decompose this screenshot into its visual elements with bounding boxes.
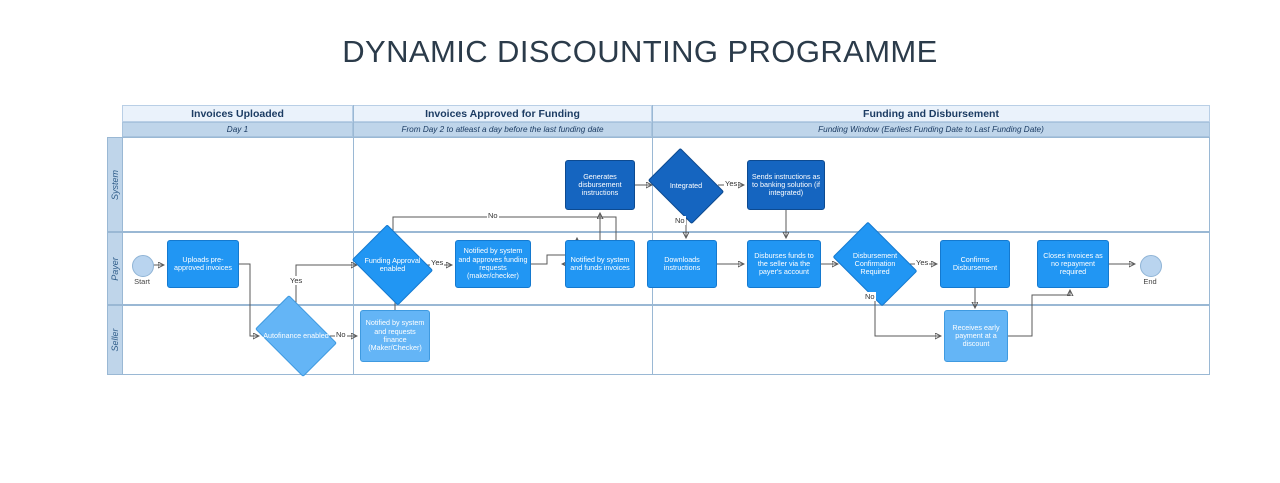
edge-label-funding-approval-yes: Yes bbox=[430, 258, 445, 267]
node-label: Integrated bbox=[669, 180, 703, 190]
phase-timeframe-invoices-uploaded: Day 1 bbox=[122, 122, 353, 137]
node-disburses-funds-seller[interactable]: Disburses funds to the seller via the pa… bbox=[747, 240, 821, 288]
node-downloads-instructions[interactable]: Downloads instructions bbox=[647, 240, 717, 288]
phase-timeframe-label: From Day 2 to atleast a day before the l… bbox=[401, 125, 604, 134]
node-autofinance-enabled[interactable]: Autofinance enabled bbox=[254, 294, 338, 378]
page-title: DYNAMIC DISCOUNTING PROGRAMME bbox=[342, 34, 938, 69]
phase-header-label: Invoices Approved for Funding bbox=[425, 107, 580, 120]
phase-header-label: Invoices Uploaded bbox=[191, 107, 284, 120]
edge-label-funding-approval-no: No bbox=[487, 211, 499, 220]
node-label: Notified by system and approves funding … bbox=[458, 246, 528, 281]
node-closes-invoices-no-repayment[interactable]: Closes invoices as no repayment required bbox=[1037, 240, 1109, 288]
node-label: Funding Approval enabled bbox=[364, 255, 421, 273]
phase-header-label: Funding and Disbursement bbox=[863, 107, 999, 120]
node-funding-approval-enabled[interactable]: Funding Approval enabled bbox=[351, 224, 434, 306]
node-uploads-pre-approved-invoices[interactable]: Uploads pre-approved invoices bbox=[167, 240, 239, 288]
end-terminator bbox=[1140, 255, 1162, 277]
node-label: Autofinance enabled bbox=[263, 330, 329, 340]
node-label: Uploads pre-approved invoices bbox=[174, 254, 232, 272]
node-label: Sends instructions as to banking solutio… bbox=[751, 171, 821, 198]
start-terminator-label: Start bbox=[134, 277, 150, 286]
edge-label-integrated-no: No bbox=[674, 216, 686, 225]
edge-label-integrated-yes: Yes bbox=[724, 179, 739, 188]
edge-label-autofinance-yes: Yes bbox=[289, 276, 304, 285]
edge-label-autofinance-no: No bbox=[335, 330, 347, 339]
phase-header-invoices-uploaded: Invoices Uploaded bbox=[122, 105, 353, 122]
phase-header-funding-disbursement: Funding and Disbursement bbox=[652, 105, 1210, 122]
node-label: Closes invoices as no repayment required bbox=[1043, 250, 1103, 277]
node-label: Notified by system and funds invoices bbox=[570, 254, 630, 272]
node-disbursement-confirmation-required[interactable]: Disbursement Confirmation Required bbox=[832, 221, 918, 307]
end-terminator-label: End bbox=[1143, 277, 1157, 286]
node-receives-early-payment[interactable]: Receives early payment at a discount bbox=[944, 310, 1008, 362]
node-label: Generates disbursement instructions bbox=[578, 171, 622, 198]
node-notified-funds-invoices[interactable]: Notified by system and funds invoices bbox=[565, 240, 635, 288]
start-terminator bbox=[132, 255, 154, 277]
node-label: Disburses funds to the seller via the pa… bbox=[754, 250, 814, 277]
phase-timeframe-label: Funding Window (Earliest Funding Date to… bbox=[818, 125, 1044, 134]
node-integrated[interactable]: Integrated bbox=[647, 147, 725, 225]
node-label: Receives early payment at a discount bbox=[952, 322, 1000, 349]
node-notified-requests-finance[interactable]: Notified by system and requests finance … bbox=[360, 310, 430, 362]
phase-header-invoices-approved: Invoices Approved for Funding bbox=[353, 105, 652, 122]
node-sends-instructions-banking[interactable]: Sends instructions as to banking solutio… bbox=[747, 160, 825, 210]
phase-timeframe-label: Day 1 bbox=[226, 125, 249, 134]
phase-divider-1 bbox=[353, 105, 354, 375]
edge-label-disbursement-yes: Yes bbox=[915, 258, 930, 267]
node-label: Confirms Disbursement bbox=[952, 254, 998, 272]
phase-timeframe-invoices-approved: From Day 2 to atleast a day before the l… bbox=[353, 122, 652, 137]
edge-label-disbursement-no: No bbox=[864, 292, 876, 301]
node-label: Disbursement Confirmation Required bbox=[852, 250, 898, 277]
swimlane-diagram: Invoices Uploaded Day 1 Invoices Approve… bbox=[107, 105, 1210, 378]
node-notified-approves-funding-requests[interactable]: Notified by system and approves funding … bbox=[455, 240, 531, 288]
node-label: Downloads instructions bbox=[663, 254, 701, 272]
node-label: Notified by system and requests finance … bbox=[365, 318, 425, 353]
phase-timeframe-funding-disbursement: Funding Window (Earliest Funding Date to… bbox=[652, 122, 1210, 137]
node-generates-disbursement-instructions[interactable]: Generates disbursement instructions bbox=[565, 160, 635, 210]
node-confirms-disbursement[interactable]: Confirms Disbursement bbox=[940, 240, 1010, 288]
